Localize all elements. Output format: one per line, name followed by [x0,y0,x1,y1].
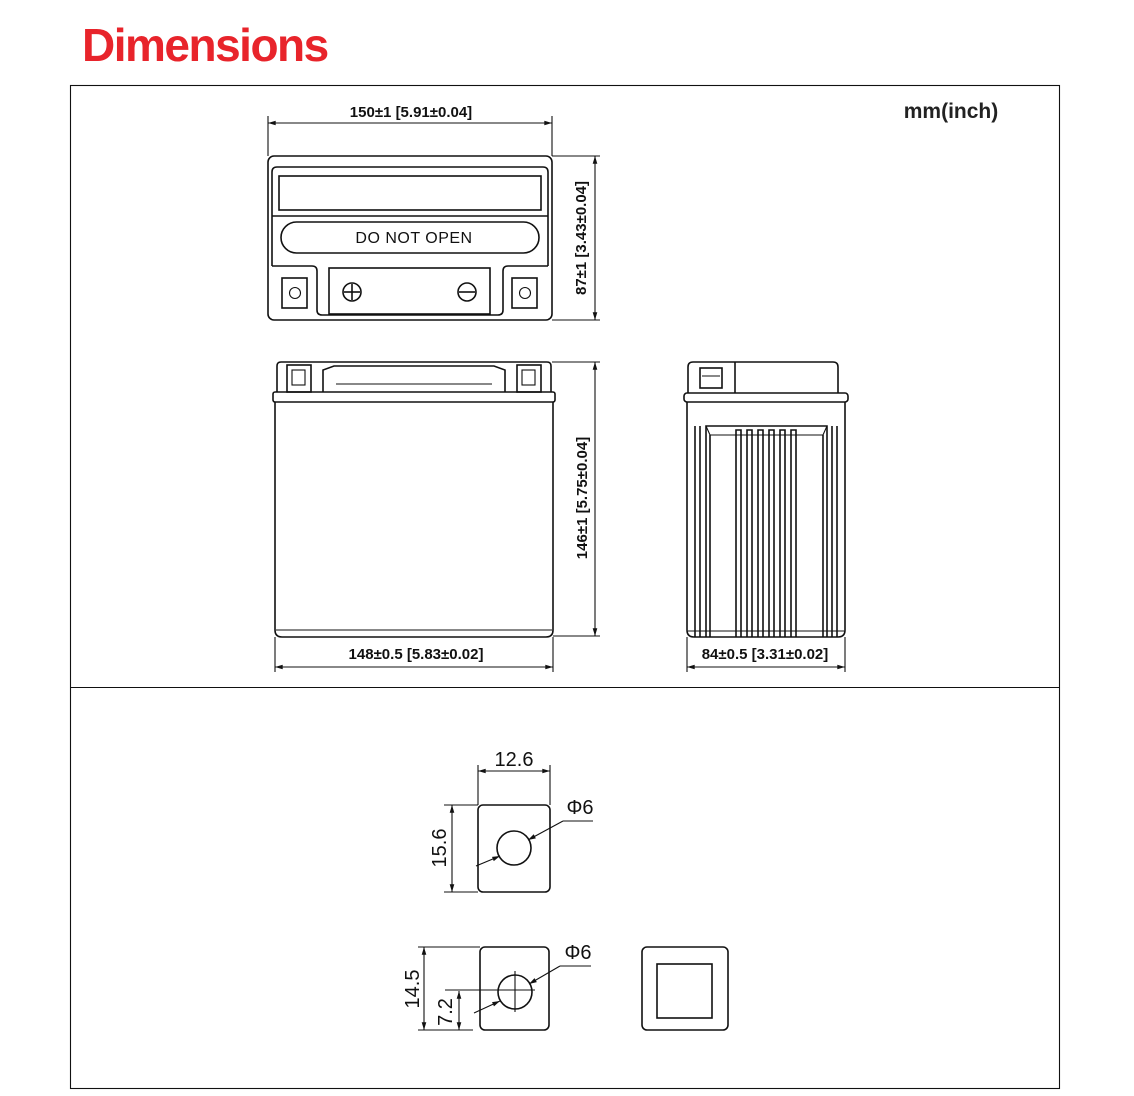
terminal-b-hole-offset: 7.2 [435,998,457,1026]
side-view: 84±0.5 [3.31±0.02] [683,361,849,672]
top-view: 150±1 [5.91±0.04] 87±1 [3.43±0.04] DO NO… [267,104,600,321]
front-width-dimension: 148±0.5 [5.83±0.02] [349,646,484,663]
terminal-b-detail: 14.5 7.2 Φ6 [402,942,592,1031]
terminal-a-width: 12.6 [495,749,534,771]
page-title: Dimensions [82,19,328,71]
terminal-c-detail [641,946,729,1031]
positive-terminal-icon [342,282,362,302]
terminal-b-height: 14.5 [402,970,424,1009]
front-view: 146±1 [5.75±0.04] 148±0.5 [5.83±0.02] [272,361,600,672]
top-width-dimension: 150±1 [5.91±0.04] [350,104,472,121]
front-height-dimension: 146±1 [5.75±0.04] [574,437,591,559]
terminal-a-detail: 12.6 15.6 Φ6 [429,749,594,893]
top-height-dimension: 87±1 [3.43±0.04] [573,181,590,295]
units-label: mm(inch) [904,100,999,123]
terminal-b-hole-diameter: Φ6 [564,942,591,964]
drawing-frame [69,84,1061,1090]
do-not-open-label: DO NOT OPEN [355,230,472,247]
terminal-a-hole-diameter: Φ6 [566,797,593,819]
terminal-a-height: 15.6 [429,829,451,868]
side-width-dimension: 84±0.5 [3.31±0.02] [702,646,829,663]
negative-terminal-icon [457,282,477,302]
